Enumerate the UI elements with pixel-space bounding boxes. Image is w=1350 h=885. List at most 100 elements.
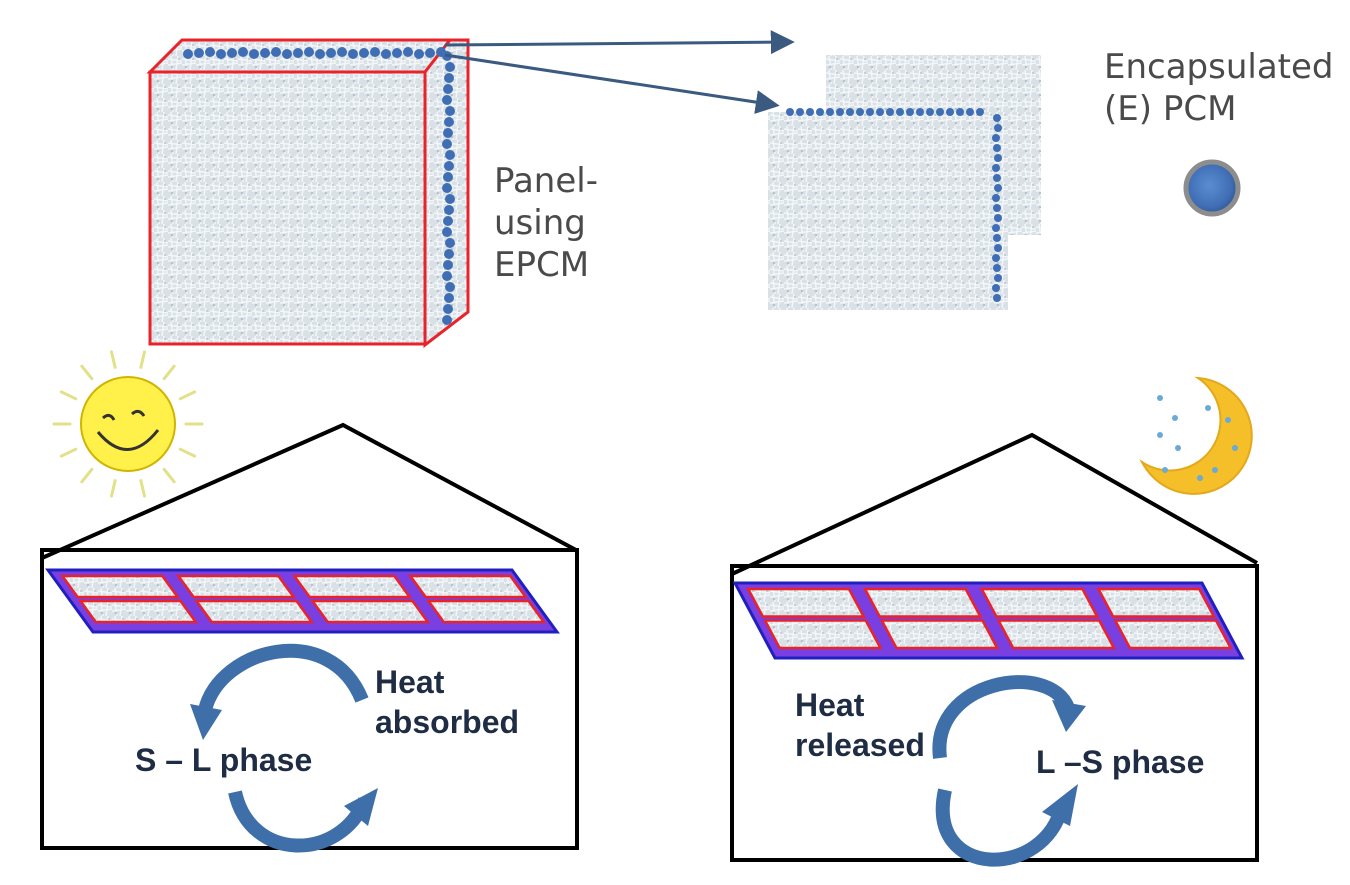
pcm-capsule (993, 264, 1001, 272)
sun-ray (178, 390, 197, 401)
roof-panel-cell (426, 599, 547, 624)
roof-panel-cell (175, 574, 297, 599)
pcm-capsule (992, 194, 1000, 202)
pcm-capsule (442, 183, 452, 193)
pcm-capsule (443, 216, 453, 226)
roof-panel-cell (407, 574, 529, 599)
roof-panel-cell (78, 599, 199, 624)
pcm-capsule (976, 108, 984, 116)
cycle-arrows-night (932, 675, 1086, 867)
heat-released-label: Heat released (795, 687, 925, 763)
pointer-arrow-lower (444, 53, 780, 114)
pcm-capsule (994, 184, 1002, 192)
roof-panel-cell (59, 574, 181, 599)
pcm-capsule (216, 49, 226, 59)
pcm-capsule (876, 108, 884, 116)
roof-panel-cell (879, 619, 1000, 650)
exploded-panel-layers (768, 55, 1041, 310)
pcm-capsule (403, 47, 413, 57)
sun-ray (162, 364, 176, 381)
pcm-capsule (993, 144, 1001, 152)
moon-icon (1139, 376, 1253, 495)
pcm-capsule (806, 108, 814, 116)
cycle-arrows-day (190, 643, 378, 853)
pcm-capsule (993, 114, 1001, 122)
pcm-capsule (994, 244, 1002, 252)
pcm-capsule (414, 49, 424, 59)
pcm-capsule (392, 48, 402, 58)
pcm-capsule (846, 108, 854, 116)
pcm-capsule (856, 108, 864, 116)
sun-ray (59, 390, 78, 401)
roof-outline-day (41, 422, 577, 560)
pcm-capsule (444, 205, 454, 215)
pcm-capsule (425, 48, 435, 58)
pcm-capsule (993, 204, 1001, 212)
pcm-capsule (205, 47, 215, 57)
pcm-capsule (444, 161, 454, 171)
roof-panel-cell (862, 587, 983, 618)
pcm-capsule (993, 294, 1001, 302)
sun-ray (110, 479, 117, 498)
star (1197, 475, 1203, 481)
sl-phase-label: S – L phase (135, 742, 313, 778)
roof-panel-cell (746, 587, 866, 618)
panel-front-face (148, 70, 427, 346)
pcm-capsule (796, 108, 804, 116)
panel-label: Panel- using EPCM (494, 161, 598, 285)
sun-ray (162, 467, 176, 484)
pcm-capsule (271, 47, 281, 57)
roof-panel-cell (291, 574, 413, 599)
pcm-capsule (916, 108, 924, 116)
pcm-capsule (445, 106, 455, 116)
pcm-capsule (994, 154, 1002, 162)
pcm-capsule (994, 124, 1002, 132)
roof-panel-strip-day (45, 568, 560, 634)
pcm-capsule (956, 108, 964, 116)
pcm-capsule (381, 49, 391, 59)
pcm-capsule (966, 108, 974, 116)
pcm-capsule (445, 62, 455, 72)
sun-ray (59, 447, 78, 458)
sun-ray (139, 350, 146, 369)
roof-panel-cell (1096, 587, 1216, 618)
roof-panel-cell (762, 619, 883, 650)
star (1175, 445, 1181, 451)
encapsulated-pcm-label: Encapsulated (E) PCM (1104, 47, 1334, 129)
pcm-capsule (992, 164, 1000, 172)
pcm-capsule (443, 84, 453, 94)
pcm-capsule (836, 108, 844, 116)
sun-icon (52, 350, 204, 498)
pcm-capsule (443, 172, 453, 182)
pcm-capsule (444, 293, 454, 303)
pointer-arrow-upper (444, 30, 795, 55)
pcm-capsule (337, 47, 347, 57)
pcm-capsule (445, 194, 455, 204)
star (1162, 467, 1168, 473)
star (1172, 415, 1178, 421)
sun-ray (80, 467, 94, 484)
pcm-capsule (816, 108, 824, 116)
pcm-capsule (445, 238, 455, 248)
roof-panel-strip-night (732, 581, 1245, 660)
front-layer (768, 112, 1008, 310)
pcm-capsule (993, 174, 1001, 182)
pcm-capsule (896, 108, 904, 116)
star (1205, 405, 1211, 411)
roof-panel-cell (979, 587, 1100, 618)
pcm-capsule (992, 224, 1000, 232)
pcm-capsule (444, 117, 454, 127)
pcm-capsule (183, 49, 193, 59)
pcm-capsule (359, 48, 369, 58)
pcm-capsule (786, 108, 794, 116)
pcm-capsule (304, 47, 314, 57)
pcm-capsule (370, 47, 380, 57)
star (1225, 417, 1231, 423)
exploded-capsule-layer (786, 108, 1002, 302)
pcm-capsule (194, 48, 204, 58)
pcm-capsule (442, 95, 452, 105)
sun-ray (80, 364, 94, 381)
heat-absorbed-label: Heat absorbed (375, 664, 520, 740)
pcm-capsule (445, 150, 455, 160)
pcm-capsule (227, 48, 237, 58)
